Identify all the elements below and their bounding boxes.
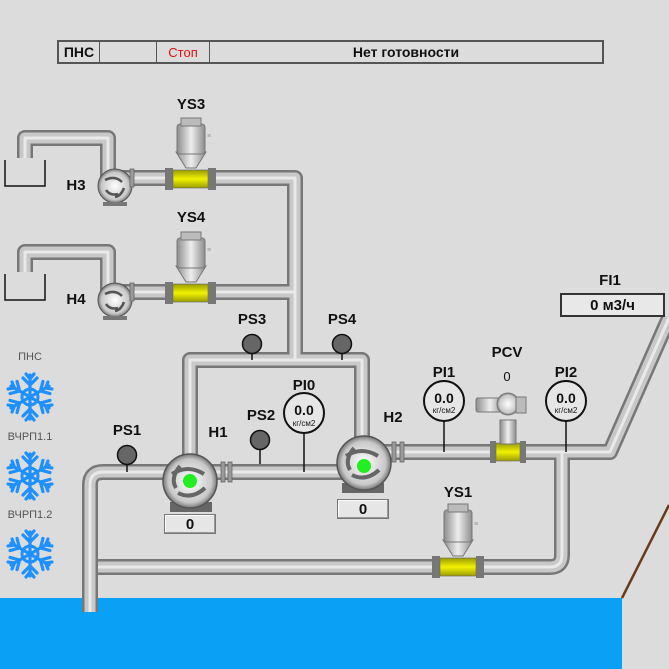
ps2-label: PS2 <box>246 407 276 424</box>
pump-h2-run-indicator <box>357 459 371 473</box>
svg-text:≡: ≡ <box>474 521 478 528</box>
status-bar: ПНС Стоп Нет готовности <box>57 40 604 64</box>
h1-label: Н1 <box>208 424 228 441</box>
pump-h4-icon[interactable] <box>97 282 133 320</box>
valve-ys4-icon[interactable]: ≡ <box>165 231 216 304</box>
valve-pcv-icon[interactable] <box>475 392 527 463</box>
pi2-gauge[interactable] <box>545 380 587 422</box>
fi1-label: FI1 <box>599 272 621 289</box>
water-tank <box>0 598 622 669</box>
gauge-stems <box>303 420 567 472</box>
ys3-label: YS3 <box>176 96 206 113</box>
fan-icons <box>6 372 54 579</box>
suction-bucket-h3 <box>4 160 46 187</box>
pi1-gauge[interactable] <box>423 380 465 422</box>
ps2-switch[interactable] <box>249 429 271 451</box>
ys4-label: YS4 <box>176 209 206 226</box>
station-name: ПНС <box>59 42 100 62</box>
pi0-value: 0.0 <box>294 402 314 418</box>
pressure-switches <box>126 354 343 472</box>
snowflake-icon[interactable] <box>6 451 54 501</box>
ys1-label: YS1 <box>443 484 473 501</box>
fan-label-1: ВЧРП1.1 <box>7 431 53 443</box>
pi2-unit: кг/см2 <box>554 406 578 415</box>
pi2-value: 0.0 <box>556 390 576 406</box>
valve-ys1-icon[interactable]: ≡ <box>432 503 484 578</box>
mode-status: Стоп <box>157 42 210 62</box>
h1-counter: 0 <box>164 514 216 534</box>
fi1-flow-value: 0 м3/ч <box>560 293 665 317</box>
snowflake-icon[interactable] <box>6 529 54 579</box>
readiness-status: Нет готовности <box>352 44 460 60</box>
drain-line <box>620 504 669 599</box>
ps3-switch[interactable] <box>241 333 263 355</box>
pump-h3-icon[interactable] <box>97 168 133 206</box>
pi0-unit: кг/см2 <box>292 419 316 428</box>
fans-title: ПНС <box>18 351 42 363</box>
ps4-switch[interactable] <box>331 333 353 355</box>
ps1-switch[interactable] <box>116 444 138 466</box>
ps3-label: PS3 <box>237 311 267 328</box>
svg-text:≡: ≡ <box>207 247 211 254</box>
pi1-value: 0.0 <box>434 390 454 406</box>
suction-bucket-h4 <box>4 274 46 301</box>
ps1-label: PS1 <box>112 422 142 439</box>
pi0-label: PI0 <box>292 377 316 394</box>
fan-label-2: ВЧРП1.2 <box>7 509 53 521</box>
h3-label: Н3 <box>66 177 86 194</box>
ps4-label: PS4 <box>327 311 357 328</box>
valve-ys3-icon[interactable]: ≡ <box>165 117 216 190</box>
pcv-label: PCV <box>491 344 523 361</box>
pi2-label: PI2 <box>554 364 578 381</box>
svg-text:≡: ≡ <box>207 133 211 140</box>
pipe-network <box>17 130 669 612</box>
pcv-value: 0 <box>503 369 511 384</box>
pi0-gauge[interactable] <box>283 392 325 434</box>
snowflake-icon[interactable] <box>6 372 54 422</box>
pump-h1-icon[interactable] <box>162 453 218 512</box>
pi1-label: PI1 <box>432 364 456 381</box>
h2-label: Н2 <box>383 409 403 426</box>
pi1-unit: кг/см2 <box>432 406 456 415</box>
pump-h1-run-indicator <box>183 474 197 488</box>
h4-label: Н4 <box>66 291 86 308</box>
flanges <box>129 168 405 483</box>
pump-h2-icon[interactable] <box>336 435 392 493</box>
status-blank <box>100 42 157 62</box>
h2-counter: 0 <box>337 499 389 519</box>
